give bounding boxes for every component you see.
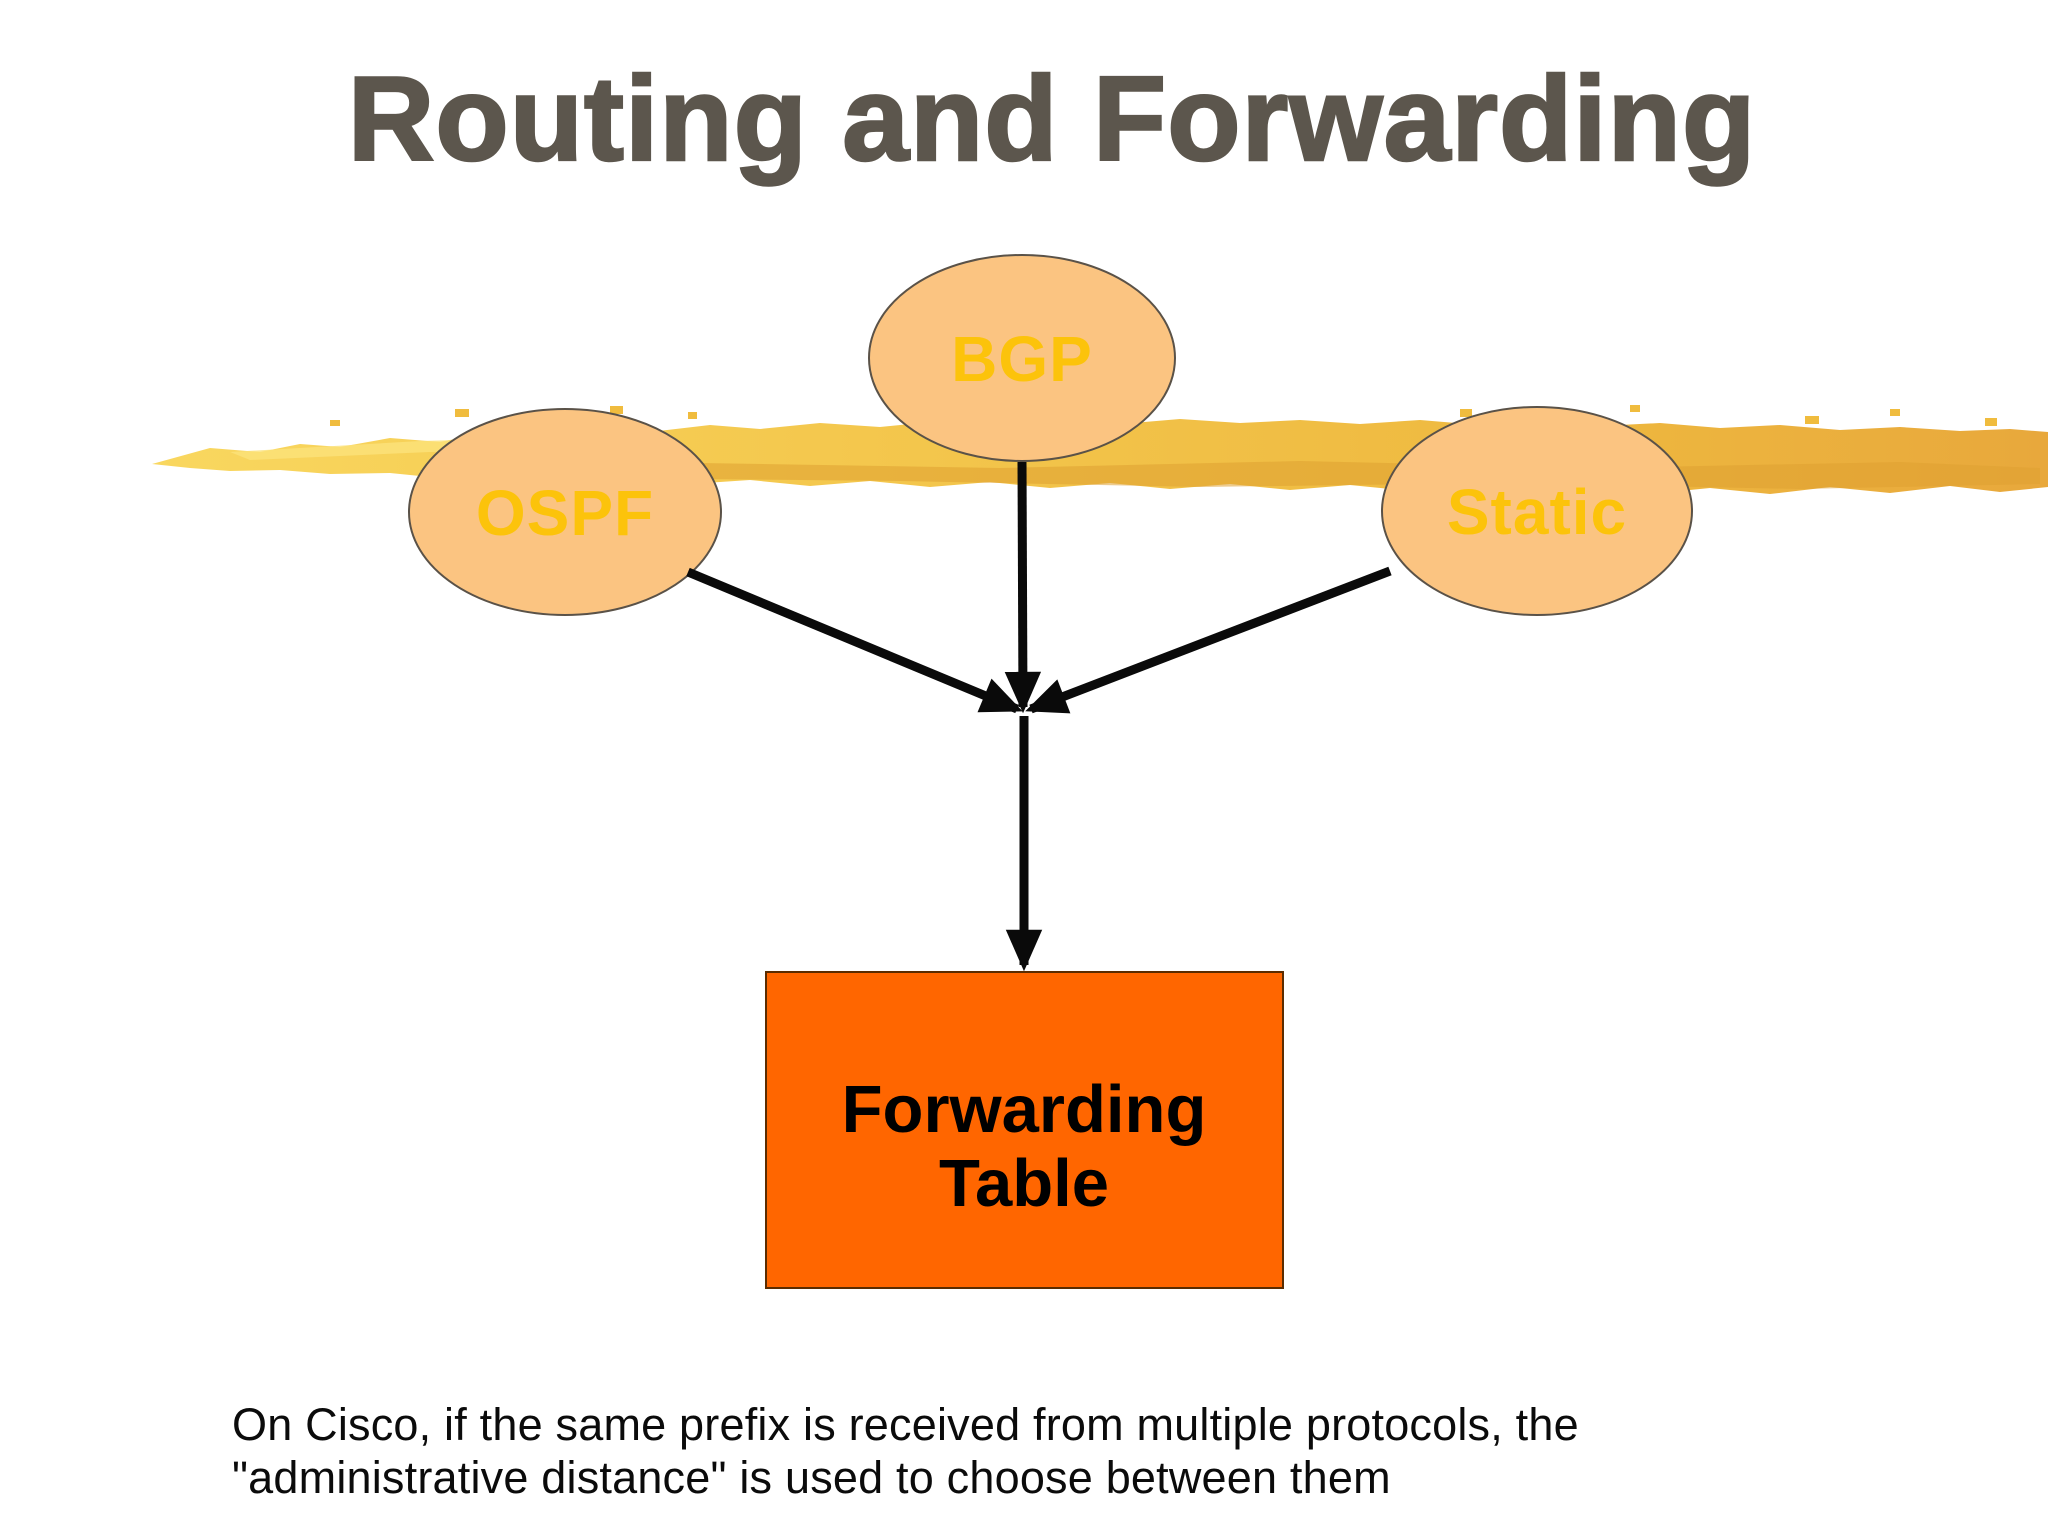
static-label: Static <box>1447 476 1627 548</box>
ospf-ellipse <box>408 408 722 616</box>
ospf-label: OSPF <box>476 477 654 549</box>
caption: On Cisco, if the same prefix is received… <box>232 1398 1912 1504</box>
arrow-bgp-to-junction <box>1004 461 1042 714</box>
node-ospf: OSPF <box>408 408 722 616</box>
forwarding-table-label-line1: Forwarding <box>842 1072 1207 1147</box>
forwarding-table-box <box>765 971 1284 1289</box>
arrows <box>686 461 1392 972</box>
forwarding-table-node: Forwarding Table <box>765 971 1284 1289</box>
arrow-static-to-junction <box>1025 566 1392 714</box>
node-static: Static <box>1381 406 1693 616</box>
node-bgp: BGP <box>868 254 1176 462</box>
caption-line-1: On Cisco, if the same prefix is received… <box>232 1399 1579 1450</box>
slide-title: Routing and Forwarding <box>346 51 1757 188</box>
bgp-label: BGP <box>951 323 1093 395</box>
bgp-ellipse <box>868 254 1176 462</box>
forwarding-table-label-line2: Table <box>939 1146 1109 1221</box>
arrow-ospf-to-junction <box>686 567 1023 714</box>
static-ellipse <box>1381 406 1693 616</box>
caption-line-2: "administrative distance" is used to cho… <box>232 1452 1391 1503</box>
